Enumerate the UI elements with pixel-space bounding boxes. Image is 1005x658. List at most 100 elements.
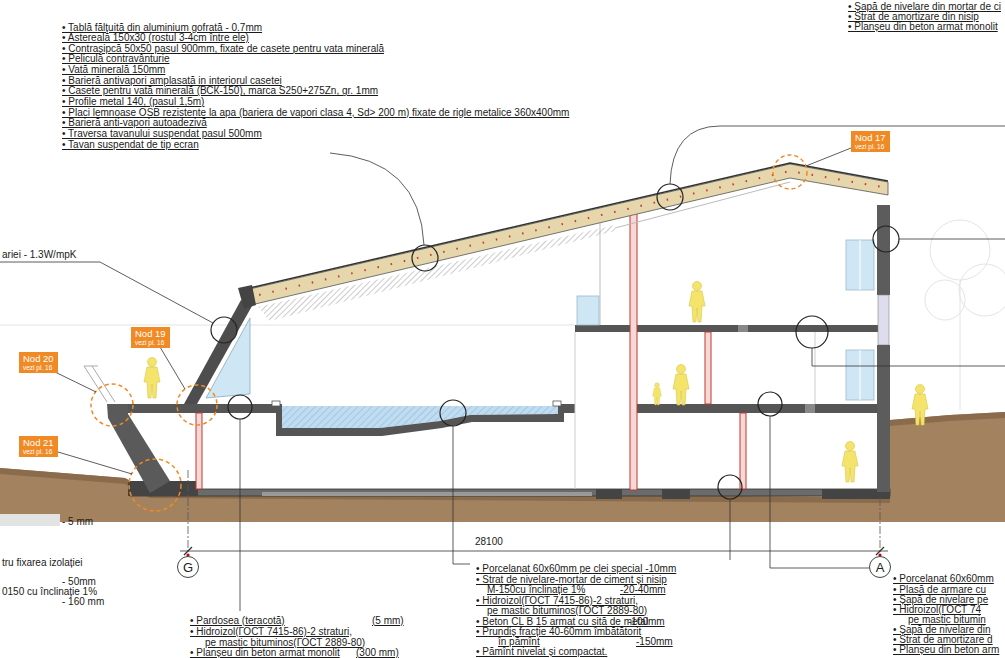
spec-note: • Hidroizol(ГОСТ 7415-86)-2 straturi,: [476, 595, 638, 606]
detail-tag: Nod 17vezi pl. 16: [851, 131, 890, 152]
spec-note: pe mastic bitumin: [908, 614, 986, 625]
spec-note: în pămînt: [498, 636, 540, 647]
window: [846, 350, 874, 400]
dimension-line: [180, 551, 888, 552]
partition: [815, 332, 816, 404]
spec-note: • Șapă de nivelare din mortar de ci: [848, 1, 1001, 12]
dimension-text: - 5 mm: [62, 516, 93, 527]
spec-note: • Strat de amortizare din nisip: [848, 11, 979, 22]
floor-slab: [630, 404, 880, 413]
spec-note: pe mastic bituminos(ГОСТ 2889-80): [205, 637, 365, 648]
human-figures: [144, 282, 928, 483]
floor-slab: [563, 404, 575, 413]
roof-battens: [246, 171, 888, 298]
node-title: A: [876, 561, 885, 574]
spec-note: • Strat de nivelare-mortar de ciment și …: [476, 574, 667, 585]
detail-tag: Nod 20vezi pl. 16: [19, 352, 58, 373]
exterior-wall: [877, 345, 890, 492]
spec-note: • Contrașipcă 50x50 pasul 900mm, fixate …: [62, 43, 384, 54]
roof-edge: [238, 285, 256, 309]
mullion: [860, 240, 861, 290]
pool-basin: [276, 404, 564, 436]
grid-bubble: A: [869, 556, 891, 578]
floor-slab: [575, 325, 880, 332]
spec-note: • Șapă de nivelare din: [893, 624, 990, 635]
spec-note: 0150 cu înclinație 1%: [2, 586, 97, 597]
mullion: [860, 350, 861, 400]
spec-note: • Astereală 150x30 (rostul 3-4cm între e…: [62, 32, 249, 43]
spec-note: • Pămînt nivelat și compactat.: [476, 646, 607, 657]
spec-note: ariei - 1.3W/mpK: [2, 249, 76, 260]
foundation-strip: [262, 492, 592, 496]
node-note: vezi pl. 16: [135, 340, 166, 347]
spec-note: pe mastic bituminos(ГОСТ 2889-80): [487, 605, 647, 616]
spec-note: • Șapă de nivelare pe: [893, 594, 988, 605]
node-circles: [91, 155, 807, 511]
spec-note: • Porcelanat 60x60mm: [893, 573, 994, 584]
node-note: vezi pl. 16: [23, 449, 54, 456]
node-title: Nod 20: [23, 354, 54, 364]
detail-circles: [211, 184, 899, 499]
spec-note: • Barieră antivapori amplasată in interi…: [62, 75, 282, 86]
dimension-text: - 50mm: [62, 576, 96, 587]
dimension-text: - 160 mm: [62, 596, 104, 607]
spec-note: • Pardosea (teracotă): [190, 615, 285, 626]
dimension-text: -150mm: [636, 636, 673, 647]
wall-opening: [878, 295, 889, 345]
partition: [575, 332, 576, 489]
dimension-text: -20-40mm: [620, 584, 666, 595]
node-note: vezi pl. 16: [855, 144, 886, 151]
spec-note: • Tavan suspendat de tip ecran: [62, 139, 199, 150]
spec-note: M-150cu înclinație 1%: [487, 584, 585, 595]
slanted-facade: [184, 300, 252, 404]
spec-note: • Peliculă contravânturie: [62, 53, 169, 64]
ground-slab: [130, 489, 890, 496]
spec-note: • Profile metal 140, (pasul 1,5m): [62, 96, 204, 107]
detail-tag: Nod 21vezi pl. 16: [19, 436, 58, 457]
dimension-text: 28100: [475, 536, 503, 547]
spec-note: • Beton CL B 15 armat cu sită de metal: [476, 616, 648, 627]
spec-note: tru fixarea izolației: [2, 557, 83, 568]
leader-lines: [0, 126, 1005, 611]
node-title: Nod 19: [135, 329, 166, 339]
window: [846, 240, 874, 290]
pool-edge: [553, 401, 561, 406]
glass-rail: [577, 296, 599, 325]
spec-note: • Plasă de armare cu: [893, 584, 986, 595]
foundation-pad: [662, 489, 690, 499]
node-title: Nod 21: [23, 438, 54, 448]
detail-tag: Nod 19vezi pl. 16: [131, 327, 170, 348]
grid-lines: [188, 470, 880, 555]
node-title: Nod 17: [855, 133, 886, 143]
spec-note: • Hidroizol(ГОСТ 74: [893, 604, 981, 615]
spec-note: • Prundiș fracție 40-60mm îmbătătorit: [476, 626, 641, 637]
spec-note: • Placi lemnoase OSB rezistente la apa (…: [62, 107, 569, 118]
roof-sheet: [241, 163, 888, 290]
beam: [738, 325, 748, 332]
insulation-band: [0, 514, 60, 526]
spec-note: • Planșeu din beton armat monolit: [190, 647, 340, 658]
spec-note: • Porcelanat 60x60mm pe clei special -10…: [476, 563, 676, 574]
dimension-text: (5 mm): [372, 615, 404, 626]
spec-note: • Strat de amortizare d: [893, 634, 993, 645]
spec-note: • Casete pentru vată minerală (ВСК-150),…: [62, 85, 378, 96]
pool-edge: [272, 401, 280, 406]
background-trees: [925, 220, 1005, 410]
spec-note: • Planșeu din beton armat monolit: [848, 21, 998, 32]
dimension-text: -100mm: [628, 616, 665, 627]
spec-note: • Planșeu din beton arm: [893, 644, 999, 655]
slanted-wall: [107, 404, 170, 493]
dimension-text: (300 mm): [356, 647, 399, 658]
roof: [241, 164, 888, 305]
spec-note: • Traversa tavanului suspendat pasul 500…: [62, 128, 262, 139]
grid-bubble: G: [177, 556, 199, 578]
spec-note: • Vată minerală 150mm: [62, 64, 165, 75]
spec-note: • Tablă fălțuită din aluminium gofrată -…: [62, 22, 262, 33]
beam: [805, 404, 815, 413]
node-note: vezi pl. 16: [23, 365, 54, 372]
background-line: [0, 325, 575, 326]
foundation-pad: [596, 489, 622, 499]
spec-note: • Hidroizol(ГОСТ 7415-86)-2 straturi,: [190, 626, 352, 637]
node-title: G: [183, 561, 193, 574]
spec-note: • Barieră anti-vapori autoadezivă: [62, 117, 207, 128]
